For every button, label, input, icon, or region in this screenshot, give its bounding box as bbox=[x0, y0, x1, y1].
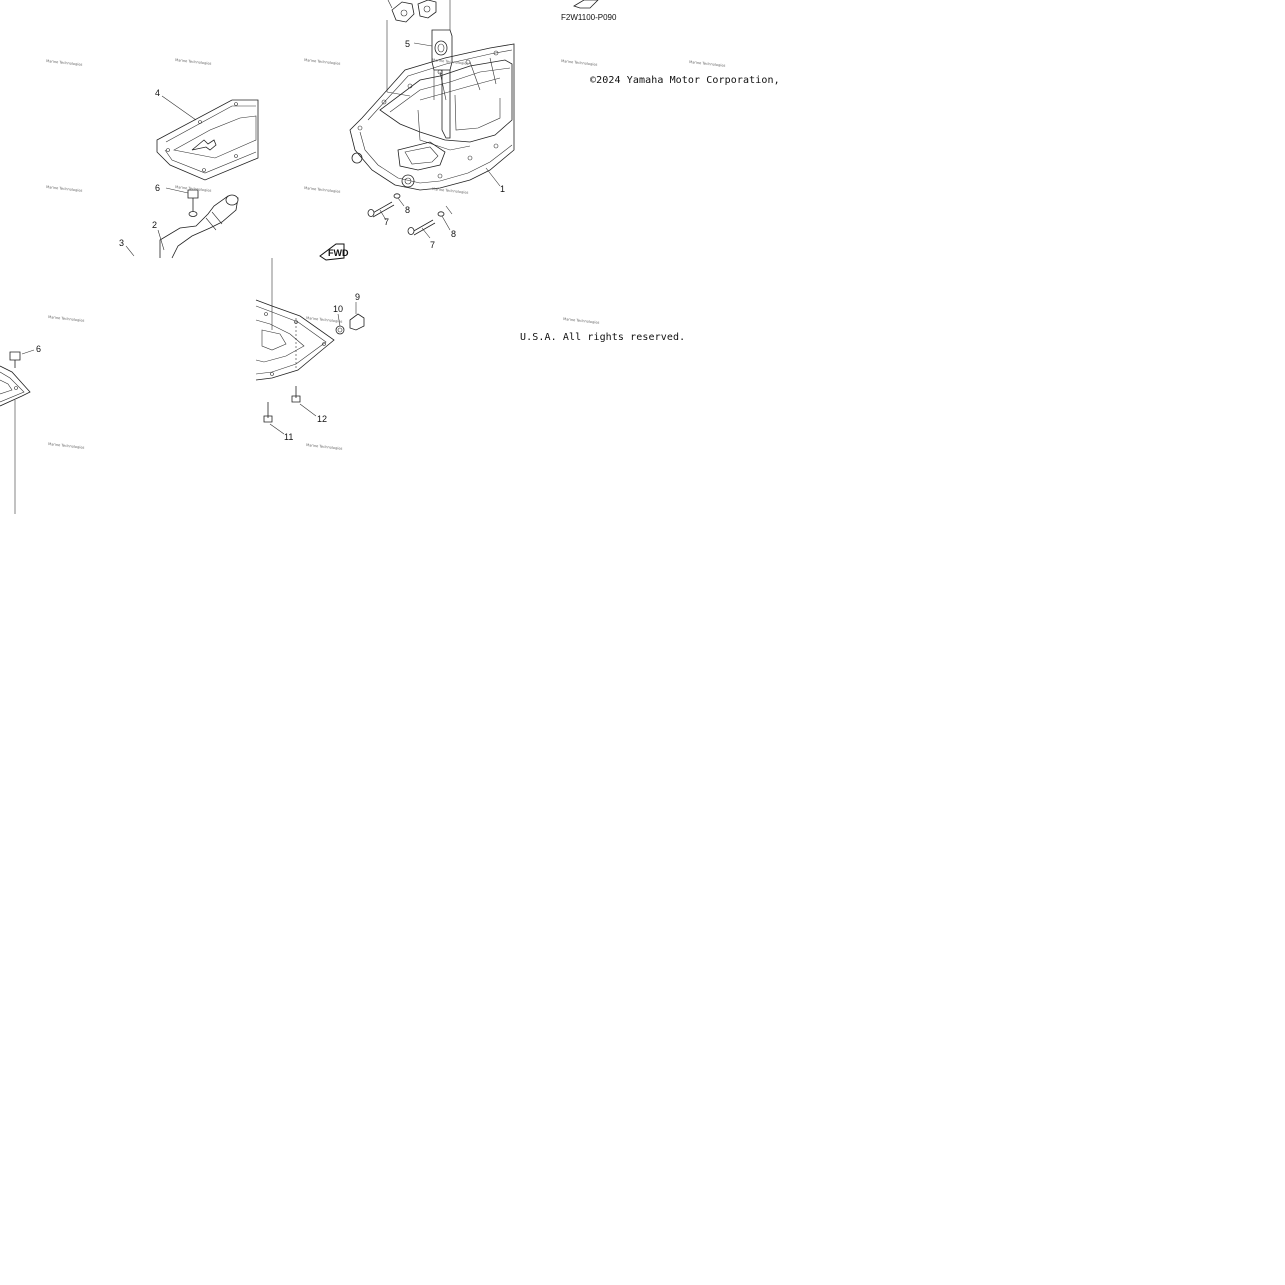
callout-6-upper: 6 bbox=[155, 183, 160, 193]
callout-2: 2 bbox=[152, 220, 157, 230]
callout-12: 12 bbox=[317, 414, 327, 424]
fwd-label: FWD bbox=[328, 248, 349, 258]
watermark: Marine Technologies bbox=[48, 442, 85, 450]
drawing-code: F2W1100-P090 bbox=[561, 13, 617, 22]
watermark: Marine Technologies bbox=[175, 185, 212, 193]
watermark-layer: Marine Technologies Marine Technologies … bbox=[46, 58, 726, 451]
callout-7-upper: 7 bbox=[384, 217, 389, 227]
watermark: Marine Technologies bbox=[689, 60, 726, 68]
watermark: Marine Technologies bbox=[563, 317, 600, 325]
watermark: Marine Technologies bbox=[432, 187, 469, 195]
callout-11: 11 bbox=[284, 432, 293, 442]
oil-pan-drawing bbox=[349, 43, 515, 191]
callout-5: 5 bbox=[405, 39, 410, 49]
grommet-and-bracket-drawing bbox=[386, 0, 453, 139]
lower-pan-drawing bbox=[255, 258, 365, 435]
copyright-line-2: U.S.A. All rights reserved. bbox=[520, 332, 686, 343]
watermark: Marine Technologies bbox=[432, 58, 469, 66]
fwd-arrow-icon: FWD bbox=[319, 243, 349, 261]
watermark: Marine Technologies bbox=[304, 58, 341, 66]
watermark: Marine Technologies bbox=[175, 58, 212, 66]
cover-plate-drawing bbox=[156, 95, 259, 181]
copyright-line-1: ©2024 Yamaha Motor Corporation, bbox=[590, 75, 780, 86]
callout-6-lower: 6 bbox=[36, 344, 41, 354]
thumbnail-icon bbox=[573, 0, 599, 9]
watermark: Marine Technologies bbox=[304, 186, 341, 194]
callout-4: 4 bbox=[155, 88, 160, 98]
watermark: Marine Technologies bbox=[561, 59, 598, 67]
callout-3: 3 bbox=[119, 238, 124, 248]
pan-bolts-drawing bbox=[367, 193, 453, 239]
watermark: Marine Technologies bbox=[48, 315, 85, 323]
watermark: Marine Technologies bbox=[46, 185, 83, 193]
callout-8-upper: 8 bbox=[405, 205, 410, 215]
callout-10: 10 bbox=[333, 304, 343, 314]
lower-left-plate-drawing bbox=[0, 349, 35, 514]
callout-7-lower: 7 bbox=[430, 240, 435, 250]
watermark: Marine Technologies bbox=[46, 59, 83, 67]
callout-8-lower: 8 bbox=[451, 229, 456, 239]
callout-9: 9 bbox=[355, 292, 360, 302]
callout-1: 1 bbox=[500, 184, 505, 194]
watermark: Marine Technologies bbox=[306, 316, 343, 324]
oil-strainer-drawing bbox=[125, 187, 239, 259]
watermark: Marine Technologies bbox=[306, 443, 343, 451]
